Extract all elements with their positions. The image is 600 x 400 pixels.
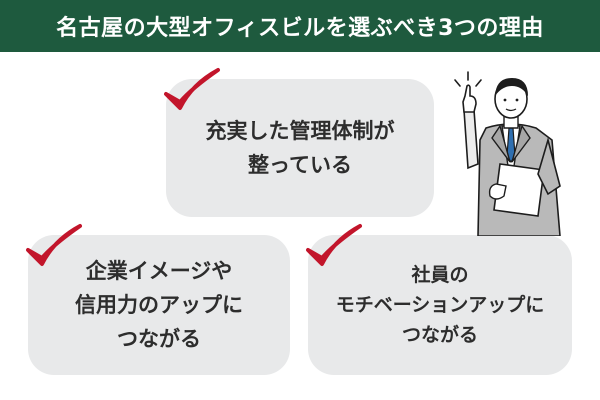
reason-text-line: 信用力のアップに	[75, 293, 243, 317]
reason-text-line: 充実した管理体制が	[205, 119, 395, 143]
page-title: 名古屋の大型オフィスビルを選ぶべき3つの理由	[56, 16, 544, 41]
reason-text-line: つながる	[117, 327, 201, 351]
check-mark-icon	[26, 224, 82, 266]
reason-card-management: 充実した管理体制が 整っている	[166, 79, 434, 217]
reason-card-motivation: 社員の モチベーションアップに つながる	[308, 235, 572, 375]
businessman-illustration	[454, 71, 561, 236]
check-mark-icon	[164, 68, 220, 110]
reason-text-line: 整っている	[248, 153, 352, 177]
reason-card-image: 企業イメージや 信用力のアップに つながる	[28, 235, 290, 375]
title-banner: 名古屋の大型オフィスビルを選ぶべき3つの理由	[0, 0, 600, 52]
reason-text-line: モチベーションアップに	[335, 294, 545, 316]
check-mark-icon	[306, 224, 362, 266]
reason-text-line: 企業イメージや	[85, 259, 233, 283]
reason-text-line: 社員の	[411, 264, 469, 286]
reason-text-line: つながる	[401, 324, 478, 346]
